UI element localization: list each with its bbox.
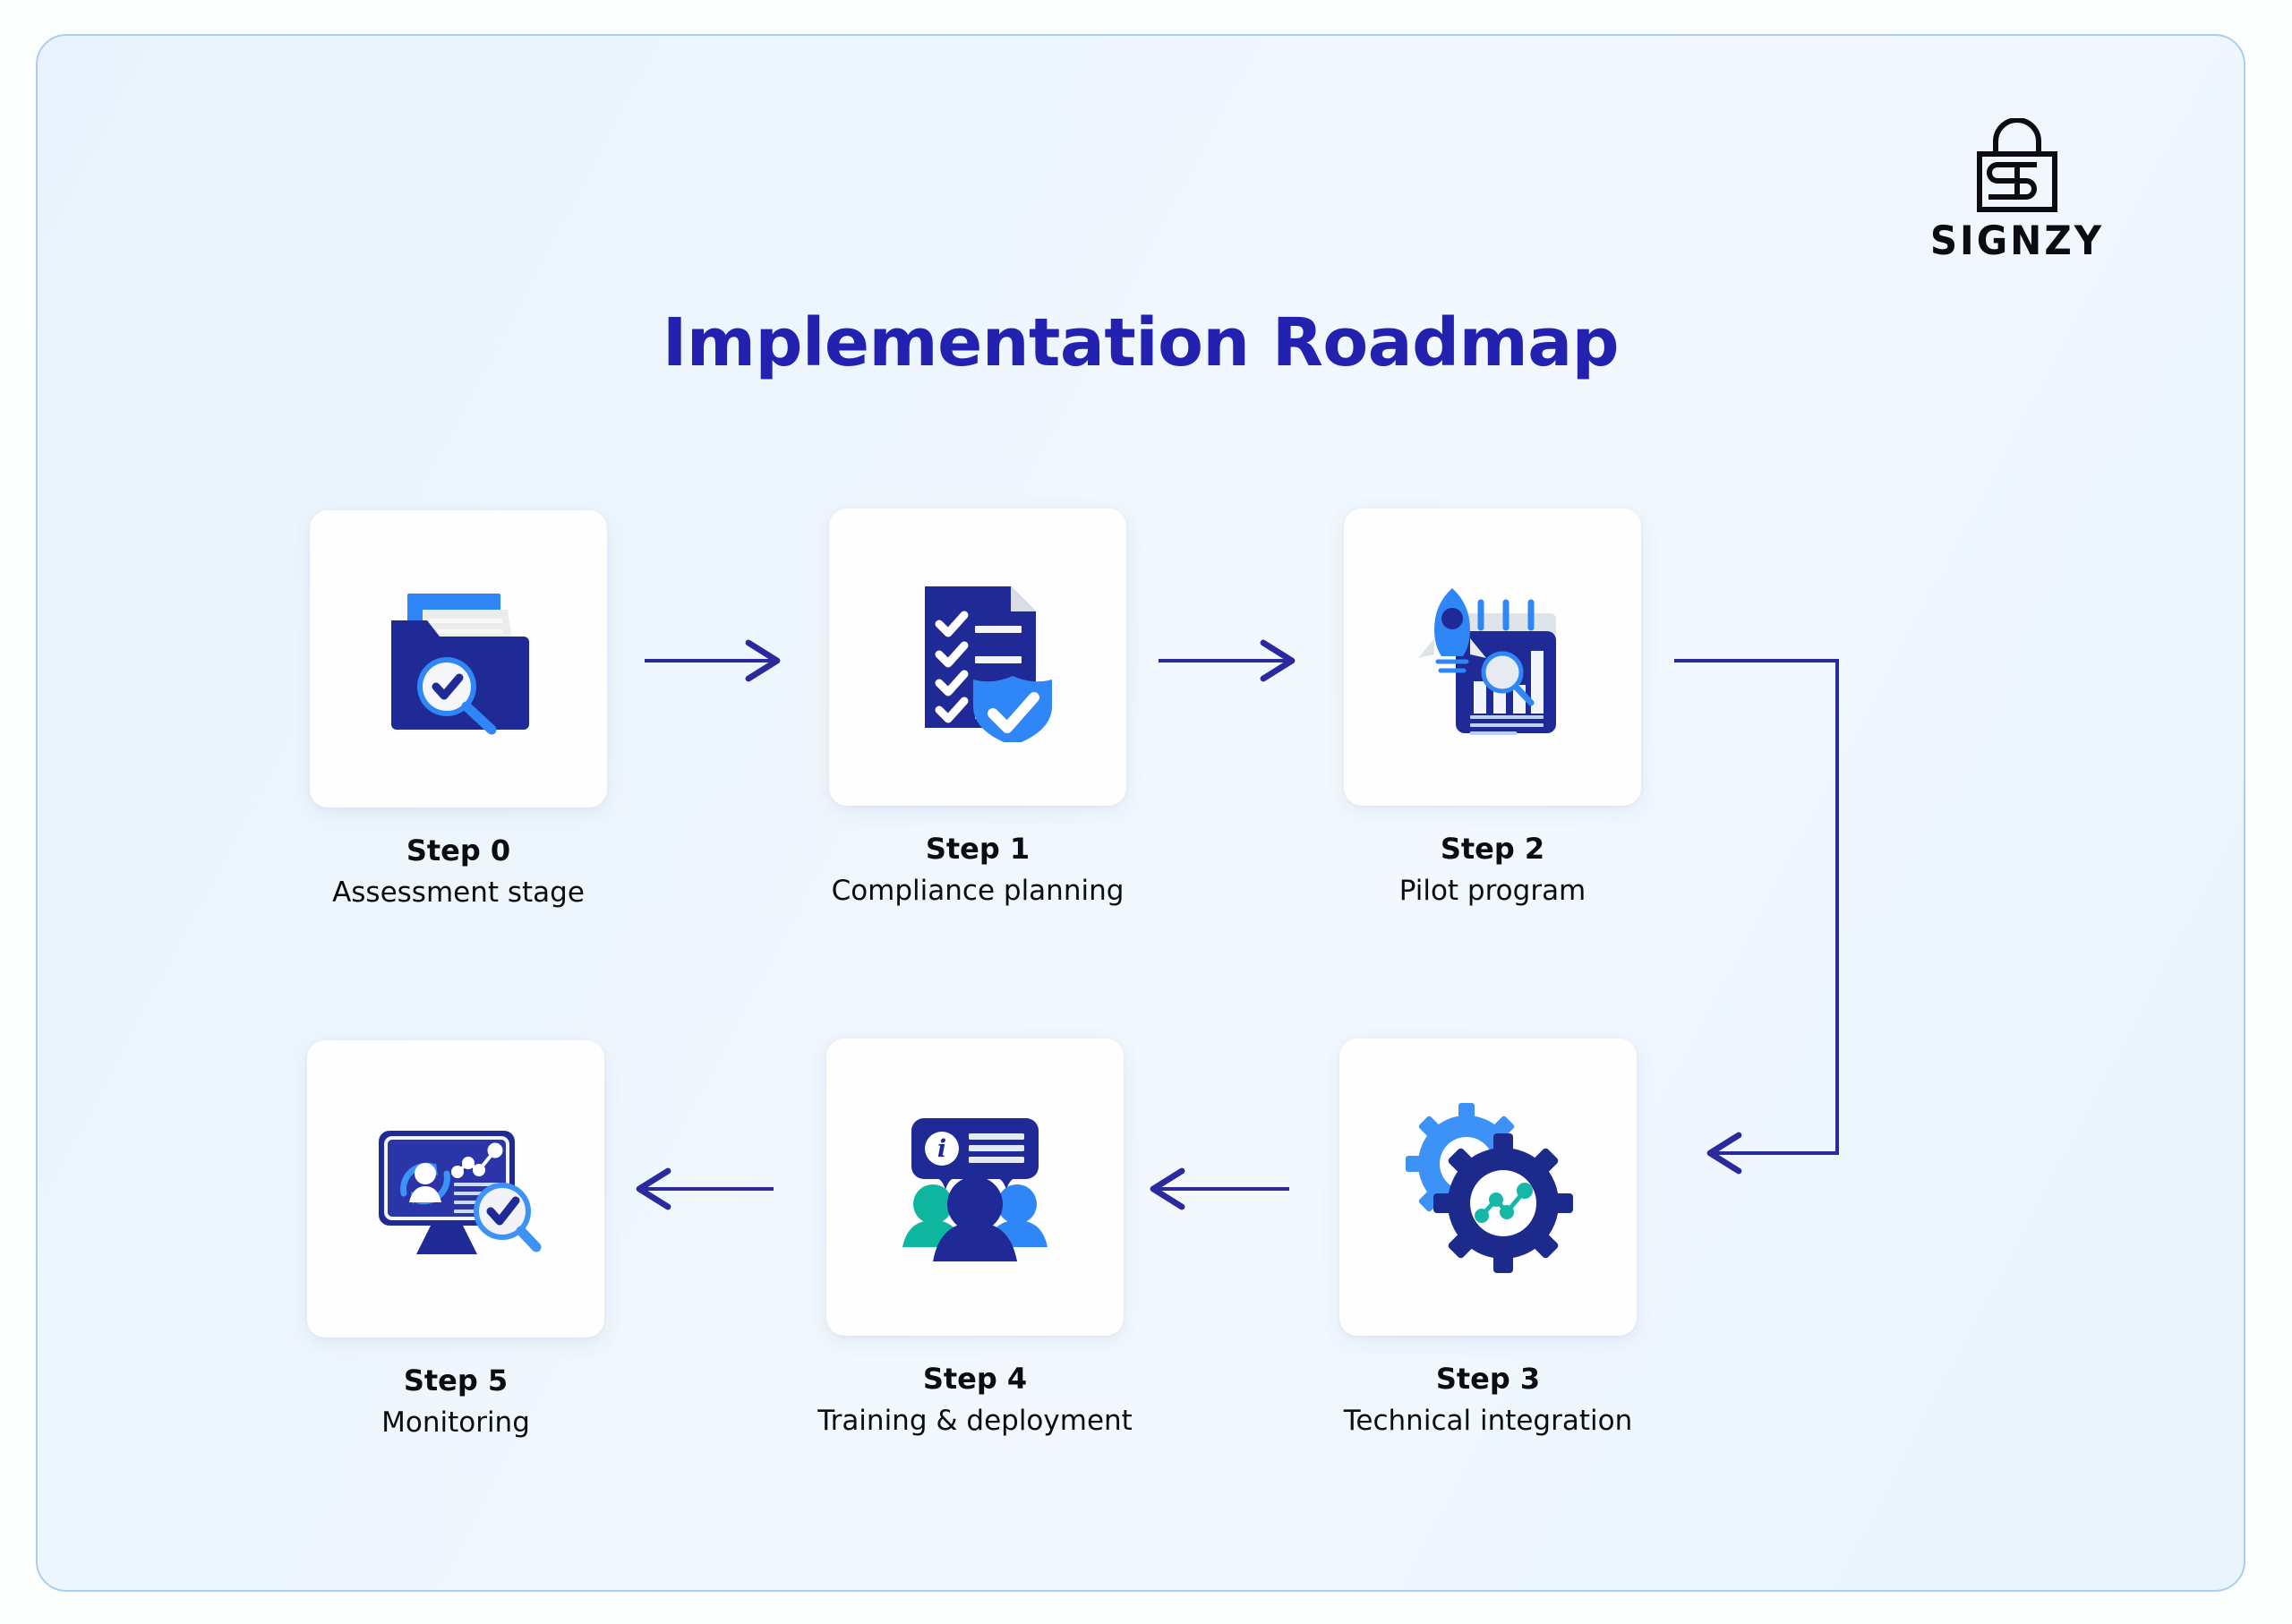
step-3-number: Step 3	[1435, 1362, 1541, 1396]
step-5-caption: Step 5 Monitoring	[381, 1363, 530, 1441]
step-4-number: Step 4	[922, 1362, 1028, 1396]
step-card-5[interactable]: Step 5 Monitoring	[304, 1040, 608, 1441]
step-card-2[interactable]: Step 2 Pilot program	[1340, 509, 1645, 910]
steps-grid: Step 0 Assessment stage	[38, 36, 2244, 1590]
gears-line-chart-icon	[1406, 1103, 1573, 1273]
step-1-label: Compliance planning	[831, 874, 1125, 907]
step-2-label: Pilot program	[1398, 874, 1586, 907]
step-5-number: Step 5	[403, 1363, 509, 1397]
step-5-icon-card[interactable]	[307, 1040, 604, 1338]
step-2-number: Step 2	[1440, 832, 1545, 866]
step-4-label: Training & deployment	[817, 1404, 1133, 1437]
step-3-caption: Step 3 Technical integration	[1344, 1361, 1633, 1440]
step-3-label: Technical integration	[1343, 1404, 1633, 1437]
step-0-icon-card[interactable]	[310, 510, 607, 808]
step-card-1[interactable]: Step 1 Compliance planning	[825, 509, 1130, 910]
checklist-shield-check-icon	[925, 586, 1052, 742]
brand-name: SIGNZY	[1929, 217, 2105, 264]
step-card-0[interactable]: Step 0 Assessment stage	[306, 510, 611, 911]
svg-text:i: i	[937, 1135, 946, 1163]
content-panel: SIGNZY Implementation Roadmap	[36, 34, 2245, 1592]
signzy-logo: SIGNZY	[1905, 118, 2129, 264]
page-title: Implementation Roadmap	[662, 304, 1620, 381]
monitor-user-refresh-search-icon	[379, 1131, 542, 1254]
step-4-icon-card[interactable]: i	[826, 1039, 1124, 1336]
step-card-4[interactable]: i	[817, 1039, 1133, 1440]
step-0-label: Assessment stage	[332, 876, 585, 909]
step-2-caption: Step 2 Pilot program	[1399, 831, 1586, 910]
step-card-3[interactable]: Step 3 Technical integration	[1336, 1039, 1640, 1440]
step-4-caption: Step 4 Training & deployment	[817, 1361, 1133, 1440]
folder-document-search-check-icon	[391, 594, 529, 735]
step-0-number: Step 0	[406, 833, 511, 868]
step-1-icon-card[interactable]	[829, 509, 1126, 806]
step-5-label: Monitoring	[381, 1406, 530, 1439]
team-info-bubble-icon: i	[902, 1118, 1048, 1261]
padlock-maze-icon	[1977, 118, 2057, 212]
step-0-caption: Step 0 Assessment stage	[332, 833, 585, 911]
step-1-number: Step 1	[925, 832, 1031, 866]
step-1-caption: Step 1 Compliance planning	[832, 831, 1125, 910]
step-3-icon-card[interactable]	[1339, 1039, 1637, 1336]
rocket-report-chart-icon	[1418, 588, 1556, 735]
step-2-icon-card[interactable]	[1344, 509, 1641, 806]
